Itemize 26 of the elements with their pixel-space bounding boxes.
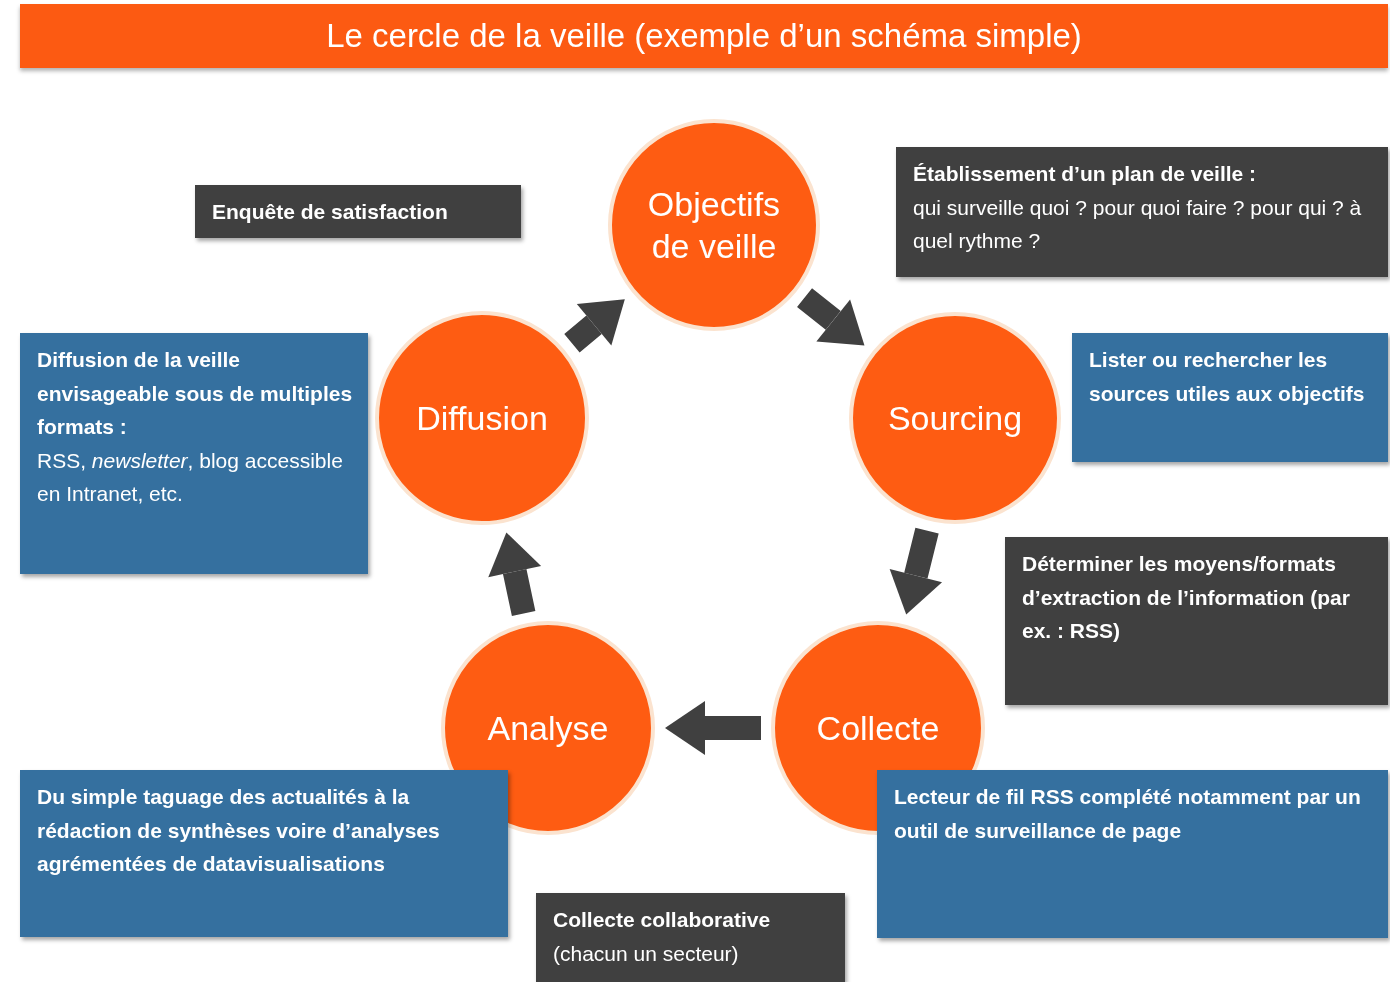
note-box (1005, 537, 1388, 705)
note-box (536, 893, 845, 982)
box-heading: Diffusion de la veille envisageable sous de multiples formats : (37, 347, 354, 441)
description-box (877, 770, 1388, 938)
step-label: Analyse (486, 707, 610, 749)
title-banner: Le cercle de la veille (exemple d’un schéma simple) (20, 4, 1388, 68)
step-label: Sourcing (886, 397, 1024, 439)
box-text: Déterminer les moyens/formats d’extraction de l’information (par ex. : RSS) (1022, 551, 1351, 645)
note-box (195, 185, 521, 238)
box-text: RSS, newsletter, blog accessible en Intranet, etc. (37, 447, 344, 508)
box-text: (chacun un secteur) (553, 940, 740, 967)
box-text: Lister ou rechercher les sources utiles aux objectifs (1089, 347, 1366, 407)
block-arrow (665, 701, 761, 755)
step-label: Objectifs de veille (646, 183, 782, 267)
box-text: Enquête de satisfaction (212, 199, 449, 225)
note-box (896, 147, 1388, 277)
description-box (20, 770, 508, 937)
box-text: Lecteur de fil RSS complété notamment par un outil de surveillance de page (894, 784, 1362, 844)
box-text: Du simple taguage des actualités à la rédaction de synthèses voire d’analyses agrémentées de datavisualisations (37, 784, 441, 878)
box-text: qui surveille quoi ? pour quoi faire ? pour qui ? à quel rythme ? (913, 194, 1363, 255)
description-box (20, 333, 368, 574)
box-heading: Établissement d’un plan de veille : (913, 161, 1258, 187)
description-box (1072, 333, 1388, 462)
step-label: Diffusion (415, 397, 549, 439)
box-heading: Collecte collaborative (553, 907, 772, 933)
step-label: Collecte (815, 707, 941, 749)
